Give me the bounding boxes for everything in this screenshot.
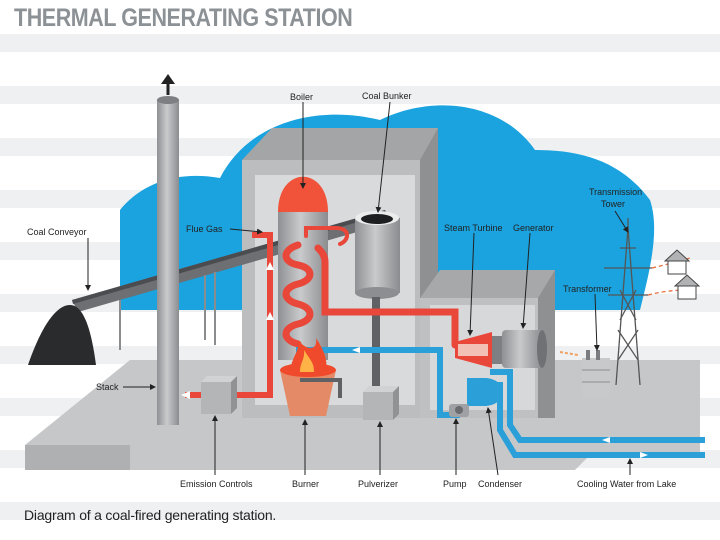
steam-turbine [455,332,502,368]
label-steam-turbine: Steam Turbine [444,223,503,233]
diagram-caption: Diagram of a coal-fired generating stati… [24,507,277,523]
label-coal-bunker: Coal Bunker [362,91,412,101]
leader-lines [85,101,633,476]
label-transmission-1: Transmission [589,187,642,197]
steam-pipes [282,226,459,349]
page-title: THERMAL GENERATING STATION [14,4,353,32]
stack [157,74,179,425]
label-pulverizer: Pulverizer [358,479,398,489]
label-burner: Burner [292,479,319,489]
label-coal-conveyor: Coal Conveyor [27,227,87,237]
label-pump: Pump [443,479,467,489]
label-generator: Generator [513,223,554,233]
label-cooling-water: Cooling Water from Lake [577,479,676,489]
label-boiler: Boiler [290,92,313,102]
label-flue-gas: Flue Gas [186,224,223,234]
label-condenser: Condenser [478,479,522,489]
coal-pile [28,305,96,365]
emission-controls-unit [201,376,237,414]
label-stack: Stack [96,382,119,392]
pulverizer-unit [300,378,399,420]
label-emission-controls: Emission Controls [180,479,253,489]
label-transformer: Transformer [563,284,612,294]
pump [449,404,469,417]
smoke-arrow-icon [161,74,175,84]
houses [663,249,701,300]
burner [280,338,336,416]
transformer [559,350,610,398]
label-transmission-2: Tower [601,199,625,209]
condenser [467,378,503,406]
generator [502,330,547,368]
